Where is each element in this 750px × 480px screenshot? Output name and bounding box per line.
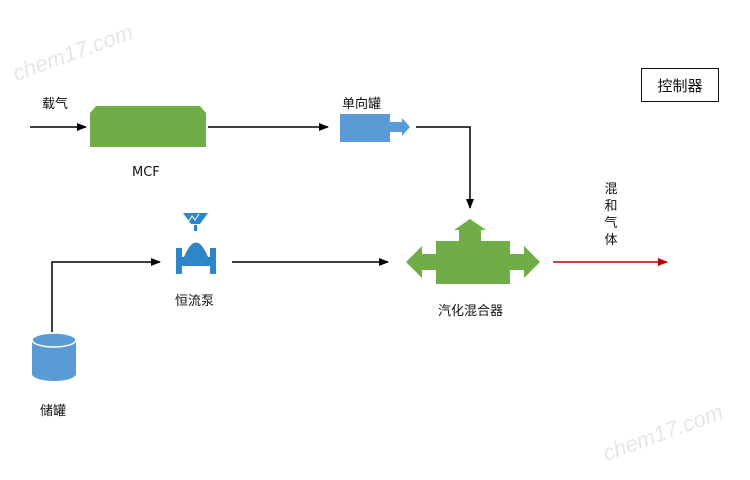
storage-tank-label: 储罐	[40, 404, 67, 419]
check-tank-to-mixer-line	[416, 126, 474, 209]
storage-tank-shape	[31, 332, 77, 381]
mcf-label: MCF	[132, 165, 160, 180]
controller-box: 控制器	[641, 68, 719, 102]
vaporizer-mixer-shape	[406, 219, 540, 284]
storage-to-pump-line	[51, 258, 161, 332]
pump-label: 恒流泵	[175, 294, 215, 309]
pump-icon	[176, 213, 216, 274]
carrier-gas-label: 载气	[42, 97, 69, 112]
vaporizer-mixer-label: 汽化混合器	[438, 304, 504, 319]
mixed-gas-label: 混和气体	[604, 182, 618, 248]
check-tank-label: 单向罐	[342, 97, 382, 112]
check-tank-shape	[340, 114, 410, 142]
mcf-unit-shape	[90, 106, 206, 147]
